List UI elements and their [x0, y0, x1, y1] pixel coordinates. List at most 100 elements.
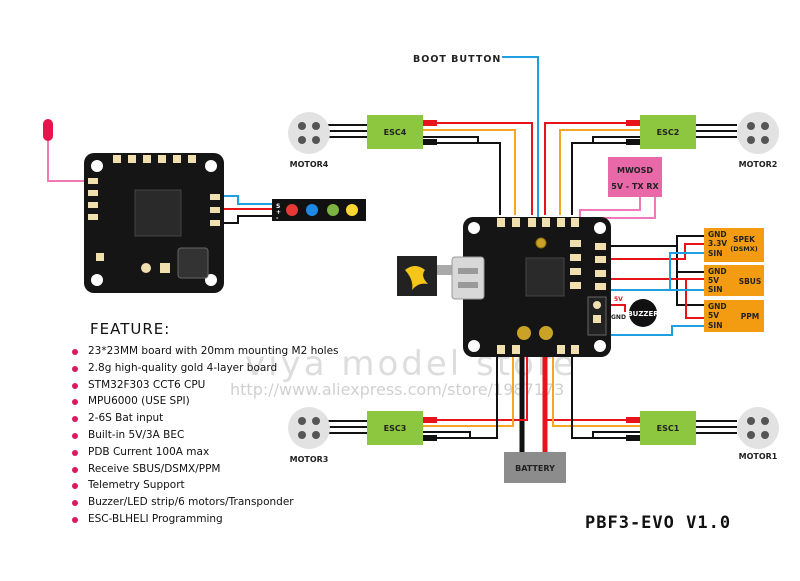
logo-badge — [397, 256, 437, 296]
buzzer-label: BUZZER — [627, 310, 659, 318]
wire-esc2-black — [571, 142, 628, 215]
led-strip-pin-s: S — [276, 203, 280, 210]
motor1: MOTOR1 — [737, 407, 779, 461]
feature-item: ESC-BLHELI Programming — [72, 513, 339, 530]
feature-item: 2.8g high-quality gold 4-layer board — [72, 362, 339, 379]
receiver-ppm: GND 5V SIN PPM — [704, 300, 764, 332]
fc-board-main — [463, 217, 611, 357]
motor1-label: MOTOR1 — [739, 452, 778, 461]
motor4-wires — [325, 124, 367, 138]
led-strip-pin-plus: + — [276, 209, 281, 216]
pin-sin: SIN — [708, 285, 722, 294]
receiver-subname: (DSMX) — [730, 245, 758, 253]
led-green — [327, 204, 339, 216]
product-title: PBF3-EVO V1.0 — [585, 513, 732, 533]
feature-list: 23*23MM board with 20mm mounting M2 hole… — [72, 345, 339, 530]
led-red — [286, 204, 298, 216]
feature-item: STM32F303 CCT6 CPU — [72, 379, 339, 396]
motor3-label: MOTOR3 — [290, 455, 329, 464]
mwosd-title: MWOSD — [617, 166, 653, 175]
esc4: ESC4 — [367, 115, 437, 149]
motor4-label: MOTOR4 — [290, 160, 329, 169]
wire-transponder — [47, 140, 88, 182]
pin-gnd: GND — [708, 267, 727, 276]
pin-sin: SIN — [708, 249, 722, 258]
motor3-wires — [325, 420, 367, 434]
wire-esc4-signal-red — [437, 122, 533, 215]
battery-label: BATTERY — [515, 464, 555, 473]
battery: BATTERY — [504, 452, 566, 483]
boot-button-icon — [535, 237, 547, 249]
receiver-spek: GND 3.3V SIN SPEK (DSMX) — [704, 228, 764, 262]
feature-item: Buzzer/LED strip/6 motors/Transponder — [72, 496, 339, 513]
feature-item: 2-6S Bat input — [72, 412, 339, 429]
esc3: ESC3 — [367, 411, 437, 445]
wire-esc3-black — [437, 345, 498, 439]
wire-esc1-black — [571, 345, 628, 439]
wire-rx-gnd — [610, 235, 705, 247]
wire-led-minus — [218, 215, 276, 224]
motor2-label: MOTOR2 — [739, 160, 778, 169]
pin-gnd: GND — [708, 302, 727, 311]
receiver-name: SPEK — [733, 235, 756, 244]
esc2-label: ESC2 — [657, 128, 680, 137]
wire-esc2-orange — [559, 129, 640, 215]
feature-item: MPU6000 (USE SPI) — [72, 395, 339, 412]
wire-esc4-black — [437, 142, 501, 215]
pin-gnd: GND — [708, 230, 727, 239]
esc3-label: ESC3 — [384, 424, 407, 433]
wire-rx-sin-spek — [669, 252, 705, 290]
motor3: MOTOR3 — [288, 407, 330, 464]
wire-esc3-gnd — [420, 431, 471, 438]
pin-5v: 5V — [708, 311, 719, 320]
receiver-sbus: GND 5V SIN SBUS — [704, 265, 764, 296]
transponder-led-icon — [43, 119, 53, 141]
pin-5v: 5V — [708, 276, 719, 285]
pin-sin: SIN — [708, 321, 722, 330]
feature-item: Telemetry Support — [72, 479, 339, 496]
wires — [47, 56, 737, 453]
usb-port — [434, 256, 485, 300]
feature-title: FEATURE: — [90, 320, 171, 338]
feature-item: PDB Current 100A max — [72, 446, 339, 463]
fc-board-front — [84, 153, 224, 293]
wire-rx-3v3 — [610, 243, 705, 260]
led-strip-pin-minus: - — [276, 215, 279, 222]
mwosd-pins: 5V - TX RX — [611, 182, 659, 191]
wire-led-signal — [218, 195, 276, 205]
motor4: MOTOR4 — [288, 112, 330, 169]
wire-boot-button — [502, 56, 539, 245]
receiver-name: PPM — [741, 312, 759, 321]
wire-esc3-red — [437, 345, 528, 421]
wire-rx-5v2 — [685, 279, 705, 319]
wire-esc1-red — [544, 345, 640, 421]
motor2-wires — [695, 124, 737, 138]
buzzer-gnd-label: GND — [611, 314, 626, 321]
boot-button-label: BOOT BUTTON — [413, 54, 501, 65]
wire-esc3-orange — [420, 345, 514, 427]
pin-3v3: 3.3V — [708, 239, 727, 248]
wire-esc1-gnd — [592, 431, 640, 438]
esc2: ESC2 — [626, 115, 696, 149]
buzzer-5v-label: 5V — [614, 296, 623, 303]
wire-esc1-orange — [552, 345, 640, 427]
wire-esc2-gnd — [592, 136, 640, 143]
watermark-url: http://www.aliexpress.com/store/1987173 — [230, 380, 565, 399]
buzzer: BUZZER 5V GND — [611, 296, 659, 327]
led-strip: S + - — [272, 199, 366, 222]
wire-esc4-gnd — [420, 136, 479, 143]
led-yellow — [346, 204, 358, 216]
esc1: ESC1 — [626, 411, 696, 445]
wire-esc4-signal-orange — [420, 129, 516, 215]
receiver-name: SBUS — [739, 277, 762, 286]
feature-item: Receive SBUS/DSMX/PPM — [72, 463, 339, 480]
mwosd-module: MWOSD 5V - TX RX — [608, 157, 662, 197]
wire-rx-gnd3 — [676, 272, 705, 306]
motor2: MOTOR2 — [737, 112, 779, 169]
esc1-label: ESC1 — [657, 424, 680, 433]
feature-item: Built-in 5V/3A BEC — [72, 429, 339, 446]
wire-esc2-red — [544, 122, 640, 215]
motor1-wires — [695, 420, 737, 434]
